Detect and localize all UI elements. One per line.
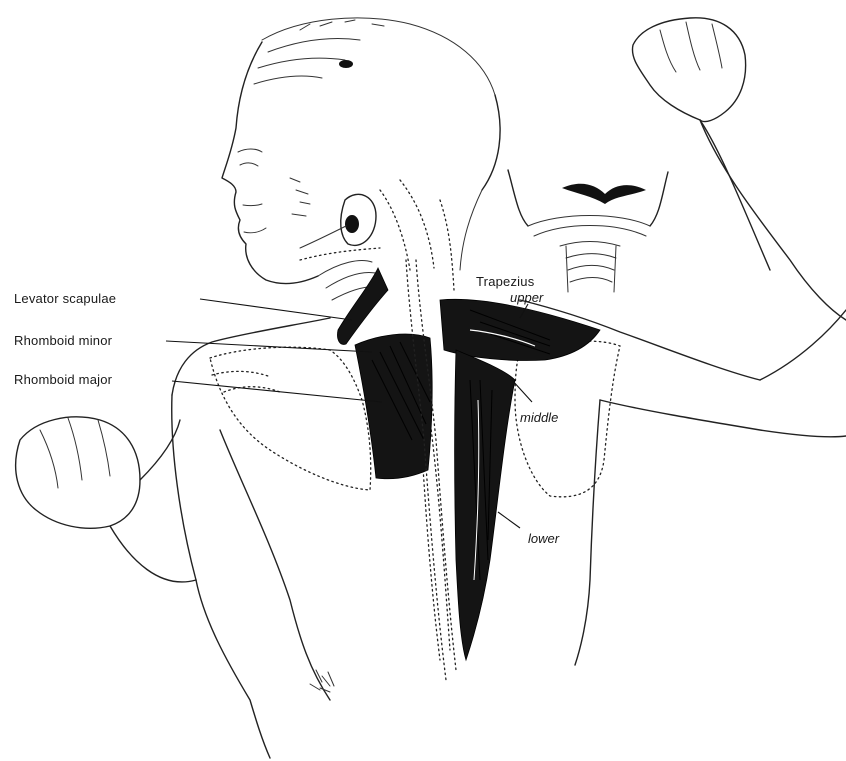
- levator-scapulae-leader: [200, 299, 352, 320]
- label-trapezius-middle: middle: [520, 410, 558, 425]
- torso-drawing: [172, 120, 846, 758]
- muscles: [337, 268, 600, 660]
- label-levator-scapulae: Levator scapulae: [14, 291, 116, 306]
- right-fist-drawing: [632, 18, 745, 122]
- left-fist-drawing: [16, 417, 196, 582]
- levator-scapulae-muscle: [337, 268, 388, 344]
- head-drawing: [222, 18, 500, 284]
- rhomboid-major-leader: [172, 381, 382, 402]
- label-trapezius-upper: upper: [510, 290, 544, 305]
- label-trapezius: Trapezius: [476, 274, 535, 289]
- label-rhomboid-minor: Rhomboid minor: [14, 333, 113, 348]
- label-rhomboid-major: Rhomboid major: [14, 372, 113, 387]
- label-trapezius-lower: lower: [528, 531, 560, 546]
- lower-detail: [310, 670, 334, 692]
- trapezius-lower-leader: [498, 512, 520, 528]
- trapezius-lower-muscle: [455, 350, 516, 660]
- neck-drawing: [318, 180, 482, 300]
- trapezius-upper-muscle: [440, 299, 600, 360]
